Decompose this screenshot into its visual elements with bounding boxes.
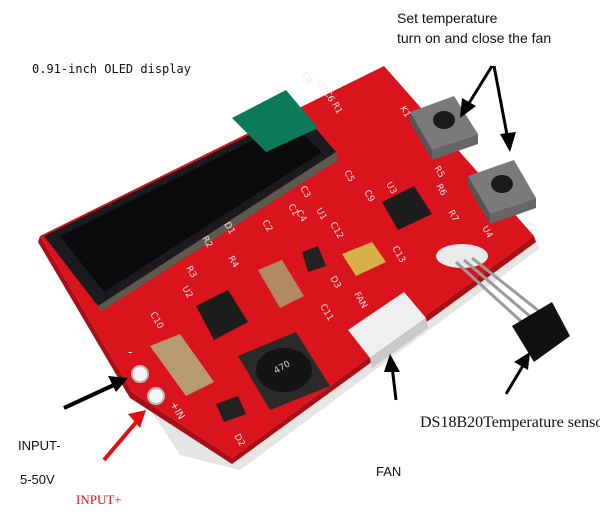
- arrow-k2: [492, 65, 510, 141]
- ds18b20-sensor: [454, 256, 570, 362]
- oled-glass-edge: [98, 152, 338, 312]
- arrow-sensor: [504, 363, 526, 395]
- input-plus-hole: [147, 387, 165, 405]
- inductor-l2: [238, 332, 330, 410]
- silk-c7: C7: [313, 79, 327, 94]
- silk-r1: R1: [329, 101, 343, 116]
- label-buttons-line2: turn on and close the fan: [397, 30, 552, 46]
- diode-d2: [216, 396, 246, 422]
- cap-c10: [150, 334, 214, 396]
- annotation-arrow-input-plus: [102, 410, 146, 462]
- cap-c11: [258, 260, 304, 308]
- arrow-sensor-head: [514, 352, 530, 370]
- ic-u2: [196, 290, 248, 340]
- silk-c8: C8: [299, 71, 314, 87]
- ic-u3: [382, 186, 432, 230]
- oled-flex-cable: [232, 90, 318, 152]
- annotation-arrows: [63, 65, 530, 410]
- label-buttons-line1: Set temperature: [397, 10, 498, 26]
- label-input-plus: INPUT+: [76, 492, 122, 507]
- silk-c5: C5: [341, 169, 355, 184]
- silk-l2: L2: [319, 399, 333, 413]
- arrow-input-minus-head: [108, 376, 128, 392]
- label-voltage: 5-50V: [20, 472, 55, 487]
- arrow-k2-head: [500, 132, 516, 152]
- button-k2: [468, 160, 536, 224]
- arrow-fan-head: [384, 354, 400, 372]
- label-input-minus: INPUT-: [18, 438, 61, 453]
- fan-connector: [348, 292, 428, 368]
- arrow-k1-head: [460, 98, 476, 118]
- silk-minus: -: [128, 345, 132, 359]
- cap-c12: [342, 242, 386, 276]
- arrow-input-minus: [63, 382, 117, 410]
- label-oled: 0.91-inch OLED display: [32, 62, 191, 76]
- diode-d3: [302, 246, 326, 272]
- oled-screen: [60, 122, 322, 292]
- input-minus-hole: [131, 365, 149, 383]
- label-fan: FAN: [376, 464, 402, 479]
- label-sensor: DS18B20Temperature sensor: [420, 414, 600, 431]
- arrow-k1: [464, 65, 494, 109]
